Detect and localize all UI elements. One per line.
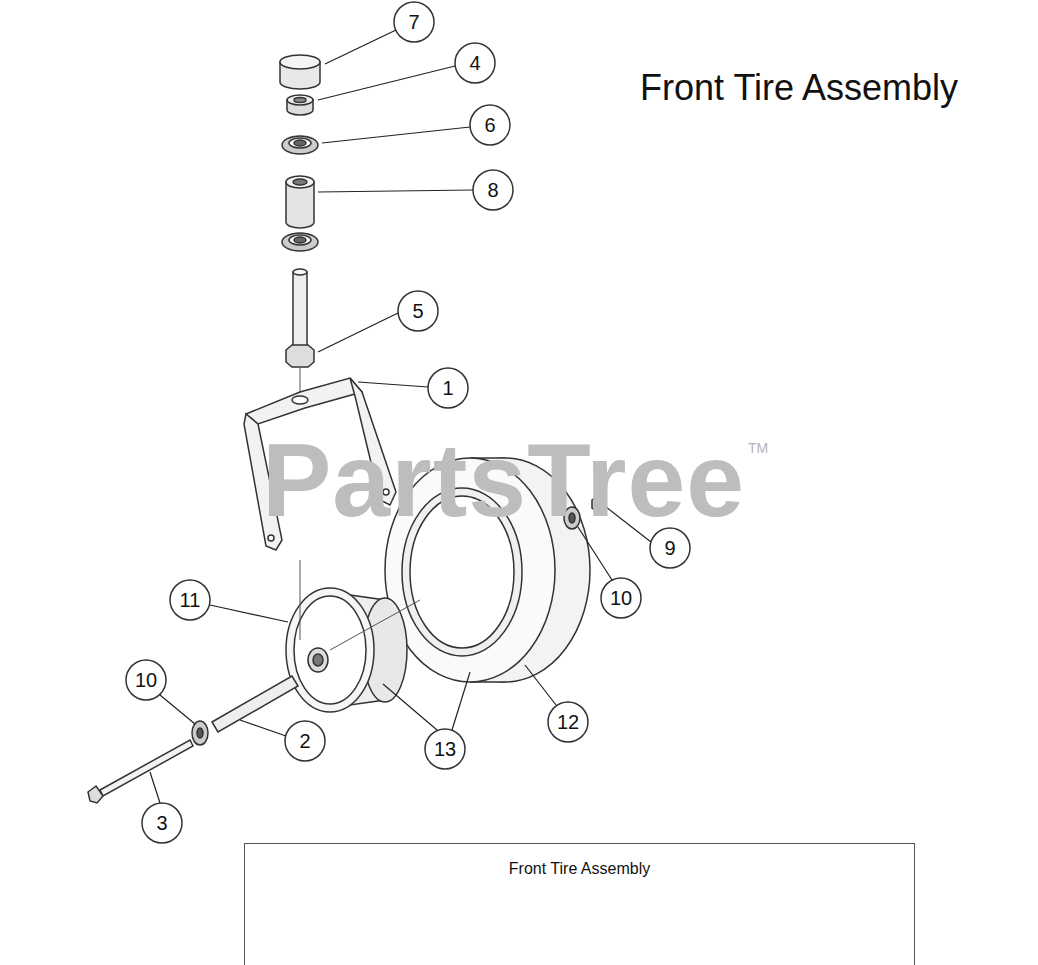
bearing (282, 233, 318, 251)
callout-number: 12 (557, 712, 579, 732)
center-line (300, 560, 301, 640)
hub-hole (313, 654, 323, 666)
callout-circle (601, 578, 641, 618)
spacer-hole (293, 179, 307, 185)
leader-line (210, 605, 288, 622)
leader-line (240, 720, 286, 736)
axle-bolt (100, 740, 193, 796)
caster-fork-plate (246, 378, 362, 424)
watermark: PartsTree (262, 428, 745, 532)
bearing-race (289, 138, 311, 148)
callout-number: 1 (442, 378, 453, 398)
callout-circle (285, 721, 325, 761)
callout-circle (142, 803, 182, 843)
callout-circle (394, 2, 434, 42)
callout-number: 10 (610, 588, 632, 608)
leader-line (383, 684, 437, 730)
bearing-race (289, 235, 311, 245)
title-table-box: Front Tire Assembly (244, 843, 915, 965)
callout-circle (398, 291, 438, 331)
callout-circle (455, 43, 495, 83)
bolt-end (293, 269, 307, 275)
fork-hole (268, 535, 274, 541)
leader-line (318, 313, 398, 352)
washer (192, 721, 208, 745)
callout-circle (548, 702, 588, 742)
trademark-mark: TM (748, 440, 768, 456)
axle-spacer (212, 676, 298, 732)
axle-line (330, 600, 420, 650)
leader-line (578, 527, 612, 580)
callout-number: 5 (412, 301, 423, 321)
leader-line (160, 695, 195, 724)
callout-number: 2 (299, 731, 310, 751)
bolt-shaft (293, 272, 307, 348)
callout-circle (428, 368, 468, 408)
spacer-top (286, 176, 314, 188)
callout-number: 10 (135, 670, 157, 690)
diagram-title: Front Tire Assembly (640, 68, 958, 108)
callout-number: 8 (487, 180, 498, 200)
cap-top (280, 55, 320, 69)
callout-circle (126, 660, 166, 700)
washer-hole (197, 728, 203, 738)
leader-line (325, 30, 396, 64)
callout-circle (425, 729, 465, 769)
callout-circle (650, 528, 690, 568)
leader-line (322, 127, 470, 143)
callout-number: 4 (469, 53, 480, 73)
bolt-head (286, 345, 314, 367)
nut-top (287, 95, 313, 105)
axle-bolt-head (88, 786, 103, 803)
bearing-hole (294, 237, 306, 243)
callout-number: 3 (156, 813, 167, 833)
callout-circle (473, 170, 513, 210)
callout-circle (170, 580, 210, 620)
hub (308, 648, 328, 672)
callout-number: 7 (408, 12, 419, 32)
fork-hole (292, 396, 308, 404)
table-title: Front Tire Assembly (245, 844, 914, 878)
callout-number: 13 (434, 739, 456, 759)
nut-hole (294, 98, 306, 103)
leader-line (150, 772, 160, 803)
leader-line (452, 672, 470, 730)
callout-number: 9 (664, 538, 675, 558)
leader-line (525, 665, 556, 705)
bearing (282, 136, 318, 154)
spacer (286, 182, 314, 228)
leader-line (358, 382, 428, 387)
leader-line (318, 66, 455, 100)
callout-number: 6 (484, 115, 495, 135)
bearing-hole (294, 140, 306, 146)
callout-number: 11 (180, 590, 201, 610)
leader-line (318, 190, 473, 192)
callout-circle (470, 105, 510, 145)
